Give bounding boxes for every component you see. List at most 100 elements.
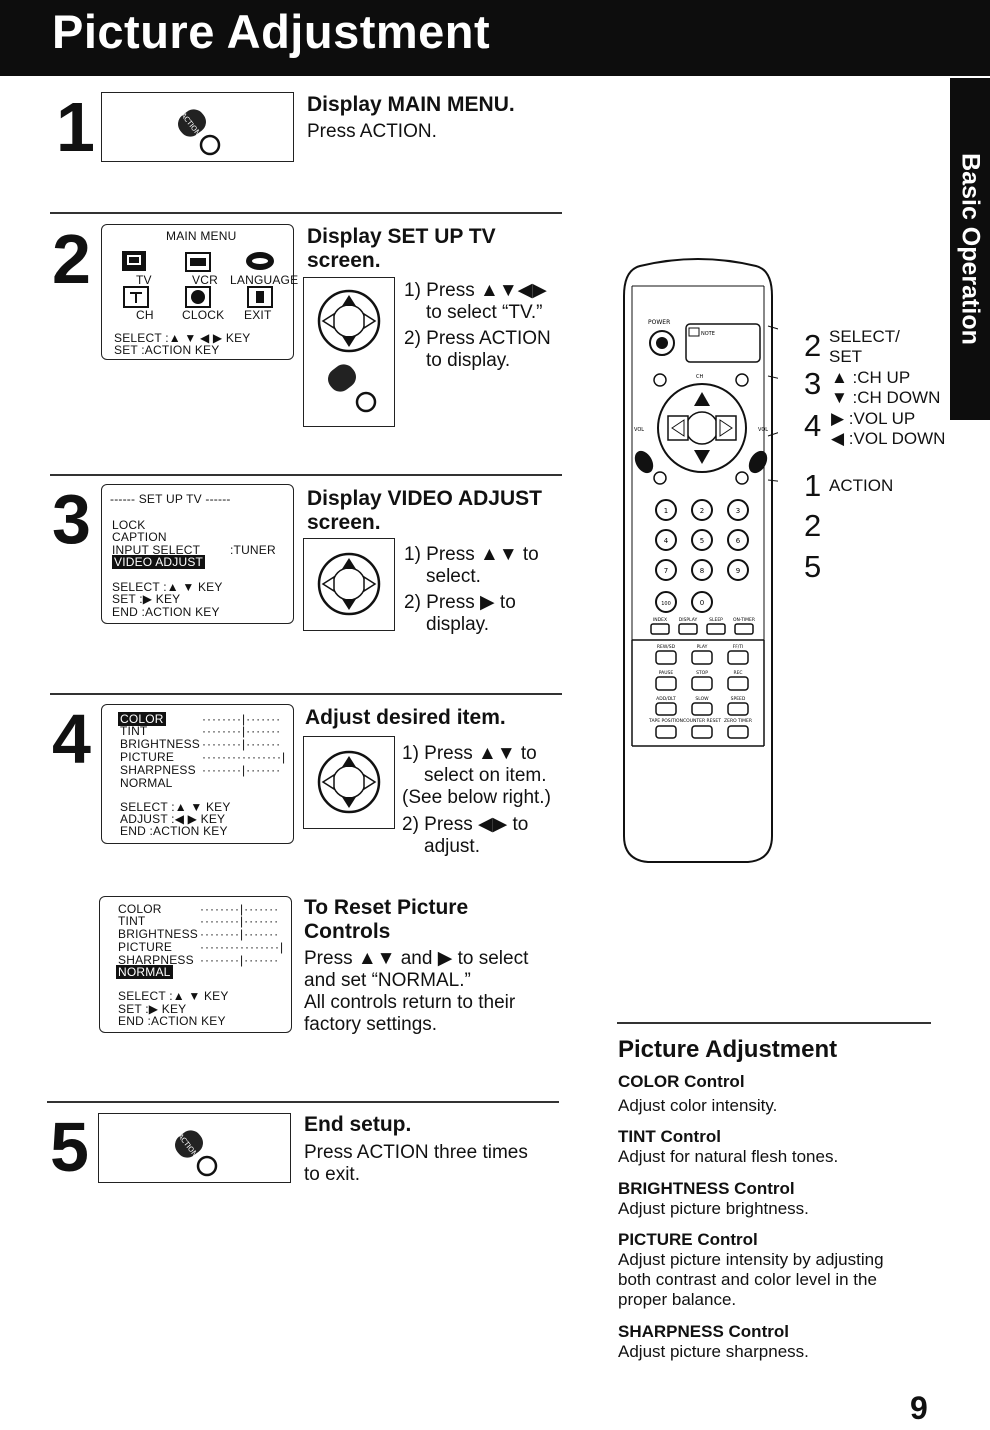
callout-number-4: 4 (804, 408, 822, 443)
step-5-text-1: Press ACTION three times (304, 1142, 528, 1163)
dpad-icon (317, 289, 381, 353)
setup-tv-osd: ------ SET UP TV ------ LOCK CAPTION INP… (101, 484, 294, 624)
step-4-instr-2a: 2) Press ◀▶ to (402, 814, 529, 835)
step-2-instr-2a: 2) Press ACTION (404, 328, 551, 349)
osd-normal-highlight: NORMAL (116, 965, 173, 979)
panel-tint-heading: TINT Control (618, 1127, 721, 1146)
osd-lock: LOCK (112, 518, 146, 532)
step-1-screen: ACTION (101, 92, 294, 162)
svg-text:100: 100 (661, 601, 671, 607)
callout-number-3: 3 (804, 366, 822, 401)
step-4-heading: Adjust desired item. (305, 706, 506, 729)
step-2-instr-2b: to display. (426, 350, 511, 371)
osd-tint: TINT (118, 914, 146, 928)
svg-text:STOP: STOP (696, 670, 708, 676)
step-5-heading: End setup. (304, 1113, 412, 1136)
svg-text:8: 8 (700, 567, 704, 575)
action-press-icon: ACTION (175, 1130, 218, 1177)
osd-color: COLOR (118, 902, 162, 916)
step-2-heading-2: screen. (307, 249, 381, 272)
step-3-instr-1a: 1) Press ▲▼ to (404, 544, 539, 565)
svg-text:PAUSE: PAUSE (659, 670, 674, 676)
osd-level-color: ········|······· (202, 712, 282, 726)
action-press-icon (328, 364, 377, 413)
osd-picture: PICTURE (120, 750, 175, 764)
osd-picture: PICTURE (118, 940, 173, 954)
svg-text:9: 9 (736, 567, 740, 575)
svg-text:SLOW: SLOW (695, 696, 709, 702)
side-tab-label: Basic Operation (956, 153, 985, 345)
callout-set: SET (829, 347, 863, 366)
svg-text:FF/TI: FF/TI (733, 644, 744, 650)
panel-picture-text-1: Adjust picture intensity by adjusting (618, 1250, 884, 1269)
step-5-number: 5 (50, 1108, 89, 1186)
callout-number-2b: 2 (804, 508, 822, 543)
reset-heading-1: To Reset Picture (304, 896, 469, 919)
osd-level-tint: ········|······· (202, 724, 282, 738)
step-4-instr-1a: 1) Press ▲▼ to (402, 743, 537, 764)
step-3-instr-2b: display. (426, 614, 490, 635)
step-3-heading-2: screen. (307, 511, 381, 534)
panel-color-heading: COLOR Control (618, 1072, 745, 1091)
osd-vcr: VCR (192, 273, 218, 287)
osd-end-line: END :ACTION KEY (118, 1014, 226, 1028)
step-2-button-diagram (303, 277, 395, 427)
osd-level-sharpness: ········|······· (202, 763, 282, 777)
step-4-instr-1b: select on item. (424, 765, 547, 786)
svg-text:REC: REC (733, 670, 742, 676)
svg-text:CH: CH (696, 374, 703, 380)
osd-select-line: SELECT :▲ ▼ KEY (118, 989, 229, 1003)
panel-picture-heading: PICTURE Control (618, 1230, 758, 1249)
callout-vol-down: ◀ :VOL DOWN (831, 429, 946, 448)
svg-text:COUNTER RESET: COUNTER RESET (683, 718, 721, 724)
svg-text:7: 7 (664, 567, 668, 575)
step-4-button-diagram (303, 736, 395, 829)
divider (50, 474, 562, 476)
osd-video-adjust-highlight: VIDEO ADJUST (112, 555, 206, 569)
osd-sharpness: SHARPNESS (120, 763, 196, 777)
panel-color-text: Adjust color intensity. (618, 1096, 778, 1115)
svg-text:6: 6 (736, 537, 741, 545)
osd-brightness: BRIGHTNESS (120, 737, 201, 751)
callout-ch-up: ▲ :CH UP (831, 368, 911, 387)
reset-text-2: and set “NORMAL.” (304, 970, 471, 991)
panel-brightness-text: Adjust picture brightness. (618, 1199, 809, 1218)
osd-end-line: END :ACTION KEY (112, 605, 220, 619)
callout-number-1: 1 (804, 468, 822, 503)
step-2-number: 2 (52, 220, 91, 298)
osd-input-select: INPUT SELECT (112, 543, 201, 557)
svg-text:DISPLAY: DISPLAY (679, 617, 698, 623)
svg-text:TAPE POSITION: TAPE POSITION (648, 718, 683, 724)
callout-number-2: 2 (804, 328, 822, 363)
divider (50, 212, 562, 214)
callout-action: ACTION (829, 476, 894, 495)
main-menu-osd: MAIN MENU TV VCR LANGUAGE CH CLOCK EXIT … (101, 224, 298, 360)
svg-text:2: 2 (700, 507, 704, 515)
step-5-screen: ACTION (98, 1113, 291, 1183)
svg-text:VOL: VOL (758, 427, 768, 433)
reset-heading-2: Controls (304, 920, 391, 943)
svg-text:1: 1 (664, 507, 668, 515)
osd-ch: CH (136, 308, 154, 322)
svg-text:0: 0 (700, 599, 704, 607)
divider (50, 693, 562, 695)
svg-text:SLEEP: SLEEP (709, 617, 723, 623)
osd-level-brightness: ········|······· (200, 927, 280, 941)
page-title: Picture Adjustment (52, 5, 491, 58)
panel-picture-text-3: proper balance. (618, 1290, 737, 1309)
dpad-icon (317, 750, 381, 814)
callout-ch-down: ▼ :CH DOWN (831, 388, 941, 407)
divider (617, 1022, 931, 1024)
side-tab: Basic Operation (950, 78, 990, 420)
callout-select: SELECT/ (829, 327, 900, 346)
callout-vol-up: ▶ :VOL UP (831, 409, 916, 428)
osd-set-line: SET :ACTION KEY (114, 343, 220, 357)
osd-level-color: ········|······· (200, 902, 280, 916)
svg-text:SPEED: SPEED (731, 696, 746, 702)
reset-osd: COLOR TINT BRIGHTNESS PICTURE SHARPNESS … (99, 896, 292, 1033)
main-menu-icons (122, 251, 274, 308)
step-4-number: 4 (52, 700, 91, 778)
divider (47, 1101, 559, 1103)
reset-text-1: Press ▲▼ and ▶ to select (304, 948, 529, 969)
svg-text:ZERO TIMER: ZERO TIMER (724, 718, 752, 724)
